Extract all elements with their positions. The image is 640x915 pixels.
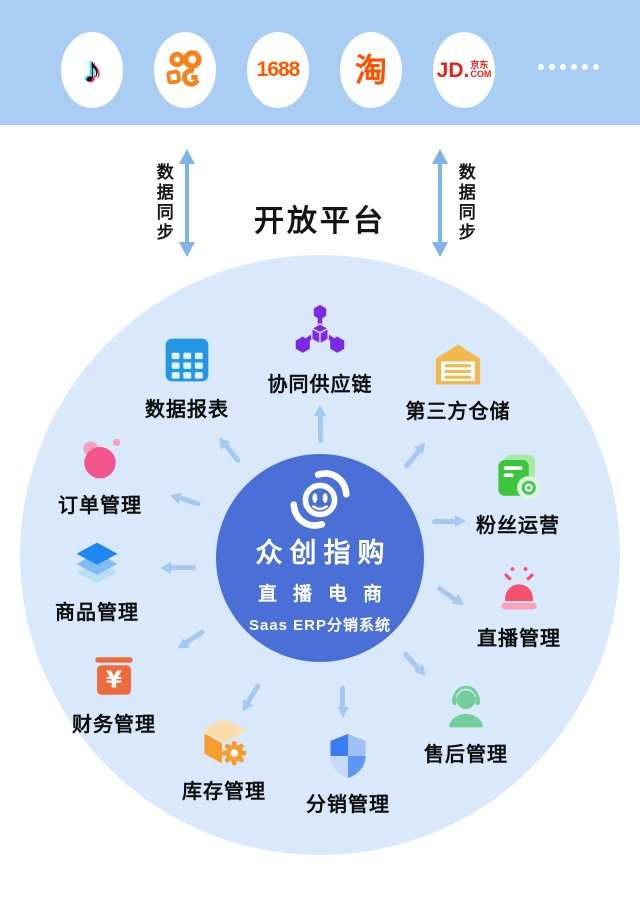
stacked-layers-icon bbox=[76, 542, 118, 584]
jd-com-text: COM bbox=[470, 69, 492, 79]
more-platforms-dots bbox=[538, 64, 599, 70]
jd-platform-badge: JD. 京东 COM bbox=[433, 32, 495, 108]
module-label: 数据报表 bbox=[145, 399, 229, 421]
brand-subtitle: Saas ERP分销系统 bbox=[248, 617, 392, 634]
taobao-platform-badge: 淘 bbox=[340, 32, 402, 108]
brand-name: 众创指购 bbox=[255, 538, 392, 568]
module-warehouse: 第三方仓储 bbox=[378, 342, 538, 424]
headset-agent-icon bbox=[449, 685, 483, 728]
brand-tagline: 直播电商 bbox=[257, 584, 398, 605]
module-data-report: 数据报表 bbox=[107, 334, 267, 422]
1688-platform-badge: 1688 bbox=[247, 32, 309, 108]
arrow-to-fans bbox=[432, 515, 466, 527]
up-down-arrow-icon bbox=[178, 149, 195, 257]
left-sync-label: 数据同步 bbox=[153, 163, 173, 243]
jd-logo: JD. 京东 COM bbox=[437, 60, 492, 81]
taobao-icon: 淘 bbox=[354, 52, 387, 88]
module-products: 商品管理 bbox=[17, 537, 177, 625]
module-finance: ¥ 财务管理 bbox=[34, 651, 194, 737]
yuan-sign-icon: ¥ bbox=[95, 657, 133, 695]
member-card-icon bbox=[498, 454, 541, 500]
module-label: 订单管理 bbox=[58, 495, 142, 517]
module-label: 粉丝运营 bbox=[476, 515, 560, 537]
1688-logo: 1688 bbox=[256, 58, 301, 81]
module-label: 分销管理 bbox=[306, 794, 390, 816]
module-label: 直播管理 bbox=[477, 628, 561, 650]
left-sync-group: 数据同步 bbox=[153, 148, 195, 258]
module-label: 协同供应链 bbox=[267, 374, 373, 396]
module-orders: 订单管理 bbox=[20, 436, 180, 518]
right-sync-label: 数据同步 bbox=[455, 163, 475, 243]
kuaishou-icon bbox=[166, 50, 202, 87]
module-aftersales: 售后管理 bbox=[386, 681, 546, 767]
up-down-arrow-icon bbox=[432, 149, 448, 257]
module-distribution: 分销管理 bbox=[268, 731, 428, 817]
module-fans: 粉丝运营 bbox=[438, 452, 598, 538]
open-platform-title: 开放平台 bbox=[254, 205, 386, 238]
svg-text:¥: ¥ bbox=[106, 667, 122, 694]
module-label: 库存管理 bbox=[182, 781, 266, 803]
pink-circles-icon bbox=[83, 438, 121, 479]
shield-icon bbox=[330, 733, 366, 779]
module-live: 直播管理 bbox=[439, 563, 599, 651]
module-label: 财务管理 bbox=[72, 714, 156, 736]
arrow-to-supply-chain bbox=[314, 405, 326, 443]
kuaishou-platform-badge bbox=[154, 32, 216, 108]
center-brand-circle: 众创指购 直播电商 Saas ERP分销系统 bbox=[216, 454, 424, 662]
module-inventory: 库存管理 bbox=[144, 714, 304, 804]
module-label: 商品管理 bbox=[55, 602, 139, 624]
module-label: 第三方仓储 bbox=[405, 401, 511, 423]
hexagon-network-icon bbox=[295, 304, 345, 353]
jd-cn-text: 京东 bbox=[470, 60, 489, 70]
table-icon bbox=[165, 338, 209, 382]
right-sync-group: 数据同步 bbox=[432, 148, 475, 258]
arrow-to-distribution bbox=[337, 686, 349, 718]
platform-band: ♪ 1688 淘 JD. 京东 C bbox=[0, 0, 640, 125]
brand-logo-swirl-icon bbox=[290, 470, 350, 529]
module-label: 售后管理 bbox=[424, 744, 508, 766]
douyin-platform-badge: ♪ bbox=[61, 32, 123, 108]
box-gear-icon bbox=[201, 718, 247, 766]
jd-main-text: JD. bbox=[436, 58, 470, 82]
module-supply-chain: 协同供应链 bbox=[240, 303, 400, 397]
douyin-icon: ♪ bbox=[83, 49, 101, 90]
siren-icon bbox=[501, 567, 537, 610]
warehouse-icon bbox=[435, 344, 481, 385]
